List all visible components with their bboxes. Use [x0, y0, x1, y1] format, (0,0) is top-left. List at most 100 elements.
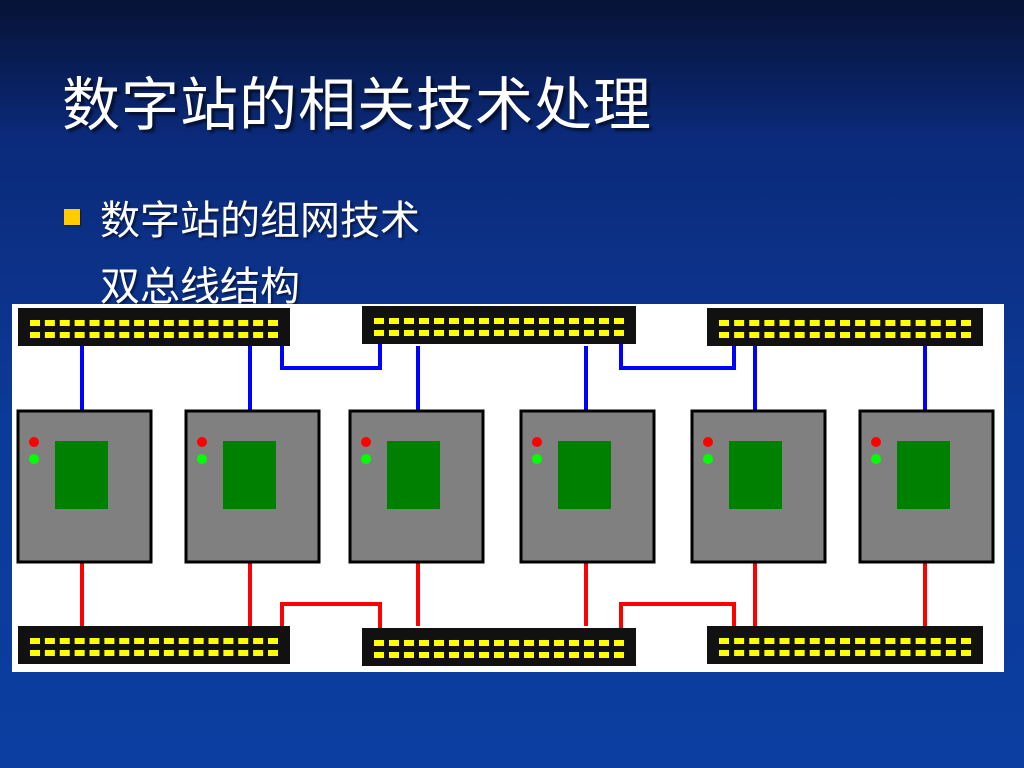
- bottom-bus-1-port: [208, 638, 219, 644]
- bottom-bus-3-port: [794, 650, 805, 656]
- bullet-item: 数字站的组网技术: [64, 188, 420, 246]
- top-bus-2-port: [569, 318, 579, 324]
- top-bus-2-port: [479, 330, 489, 336]
- bottom-bus-2-port: [479, 652, 489, 658]
- top-bus-2-port: [599, 330, 609, 336]
- device-5-green-led-icon: [703, 454, 713, 464]
- bottom-bus-2-port: [419, 640, 429, 646]
- top-bus-1-port: [134, 320, 145, 326]
- top-bus-2-port: [434, 330, 444, 336]
- bottom-bus-2-port: [374, 652, 384, 658]
- bottom-bus-1: [18, 626, 290, 664]
- device-2-green-led-icon: [197, 454, 207, 464]
- bottom-bus-3-port: [930, 638, 941, 644]
- top-bus-3-port: [840, 320, 850, 326]
- bottom-bus-2-port: [389, 640, 399, 646]
- top-bus-2-port: [464, 330, 474, 336]
- bottom-bus-3-port: [961, 638, 971, 644]
- top-bus-3-port: [885, 320, 896, 326]
- top-bus-3-port: [719, 332, 729, 338]
- top-bus-bridge-2: [619, 344, 736, 370]
- bottom-bus-2-port: [374, 640, 384, 646]
- dual-bus-diagram: [12, 304, 1004, 672]
- top-bus-1-port: [223, 332, 234, 338]
- top-bus-3-port: [794, 320, 805, 326]
- bottom-bus-3-port: [900, 650, 911, 656]
- top-bus-3-port: [885, 332, 896, 338]
- device-4-red-led-icon: [532, 437, 542, 447]
- top-bus-3-port: [930, 320, 941, 326]
- device-3-screen: [387, 441, 440, 509]
- top-bus-3-port: [855, 320, 866, 326]
- top-bus-2: [362, 306, 636, 344]
- bottom-bus-2-port: [524, 652, 534, 658]
- top-bus-1-port: [268, 320, 278, 326]
- bottom-bus-1-port: [104, 650, 115, 656]
- bottom-bus-3: [707, 626, 983, 664]
- top-bus-2-port: [404, 318, 414, 324]
- bottom-bus-1-port: [238, 650, 249, 656]
- bottom-bus-2-port: [389, 652, 399, 658]
- device-6-screen: [897, 441, 950, 509]
- top-bus-2-port: [599, 318, 609, 324]
- top-bus-3-port: [809, 332, 820, 338]
- top-bus-1-port: [149, 320, 159, 326]
- top-bus-3-port: [945, 332, 956, 338]
- top-bus-1-port: [44, 320, 55, 326]
- top-bus-3-port: [900, 332, 911, 338]
- bottom-bus-1-port: [149, 638, 159, 644]
- top-bus-3-port: [824, 332, 835, 338]
- bottom-bus-2-port: [509, 652, 519, 658]
- bottom-bus-1-port: [193, 638, 204, 644]
- top-bus-3-port: [855, 332, 866, 338]
- top-bus-2-port: [419, 330, 429, 336]
- top-bus-2-port: [614, 330, 624, 336]
- bottom-bus-1-port: [238, 638, 249, 644]
- top-bus-3-port: [749, 332, 760, 338]
- top-bus-1-port: [104, 320, 115, 326]
- top-bus-2-port: [449, 330, 459, 336]
- top-bus-2-port: [509, 330, 519, 336]
- device-6-green-led-icon: [871, 454, 881, 464]
- top-bus-2-port: [494, 318, 504, 324]
- top-bus-2-port: [464, 318, 474, 324]
- bottom-bus-3-port: [870, 638, 881, 644]
- bottom-bus-2-port: [614, 640, 624, 646]
- top-bus-1-port: [89, 320, 100, 326]
- bottom-bus-1-port: [44, 638, 55, 644]
- top-bus-1-port: [178, 332, 189, 338]
- top-bus-3-port: [915, 332, 926, 338]
- device-5-red-led-icon: [703, 437, 713, 447]
- top-bus-2-port: [524, 330, 534, 336]
- top-bus-3-port: [749, 320, 760, 326]
- top-bus-2-port: [389, 330, 399, 336]
- bottom-bus-2-port: [479, 640, 489, 646]
- bottom-bus-3-port: [824, 650, 835, 656]
- top-bus-2-port: [419, 318, 429, 324]
- top-bus-1-port: [223, 320, 234, 326]
- bottom-bus-2-port: [584, 640, 594, 646]
- device-3-red-led-icon: [361, 437, 371, 447]
- bottom-bus-2-port: [569, 640, 579, 646]
- bottom-bus-2-port: [509, 640, 519, 646]
- bottom-bus-2-port: [464, 640, 474, 646]
- top-bus-3-port: [870, 320, 881, 326]
- bottom-bus-1-port: [104, 638, 115, 644]
- bottom-bus-2-port: [539, 640, 549, 646]
- top-bus-2-port: [389, 318, 399, 324]
- top-bus-1-port: [238, 320, 249, 326]
- top-bus-2-port: [434, 318, 444, 324]
- top-bus-3-port: [961, 332, 971, 338]
- top-bus-3-port: [719, 320, 729, 326]
- bullet-square-icon: [64, 209, 80, 225]
- slide-title: 数字站的相关技术处理: [62, 71, 653, 139]
- top-bus-1-port: [253, 332, 264, 338]
- bottom-bus-1-port: [193, 650, 204, 656]
- dual-bus-svg: [16, 306, 995, 666]
- bottom-bus-1-port: [223, 650, 234, 656]
- top-bus-3-port: [779, 320, 790, 326]
- bottom-bus-1-port: [59, 650, 70, 656]
- bottom-bus-1-port: [268, 638, 278, 644]
- top-bus-3-port: [961, 320, 971, 326]
- top-bus-2-port: [494, 330, 504, 336]
